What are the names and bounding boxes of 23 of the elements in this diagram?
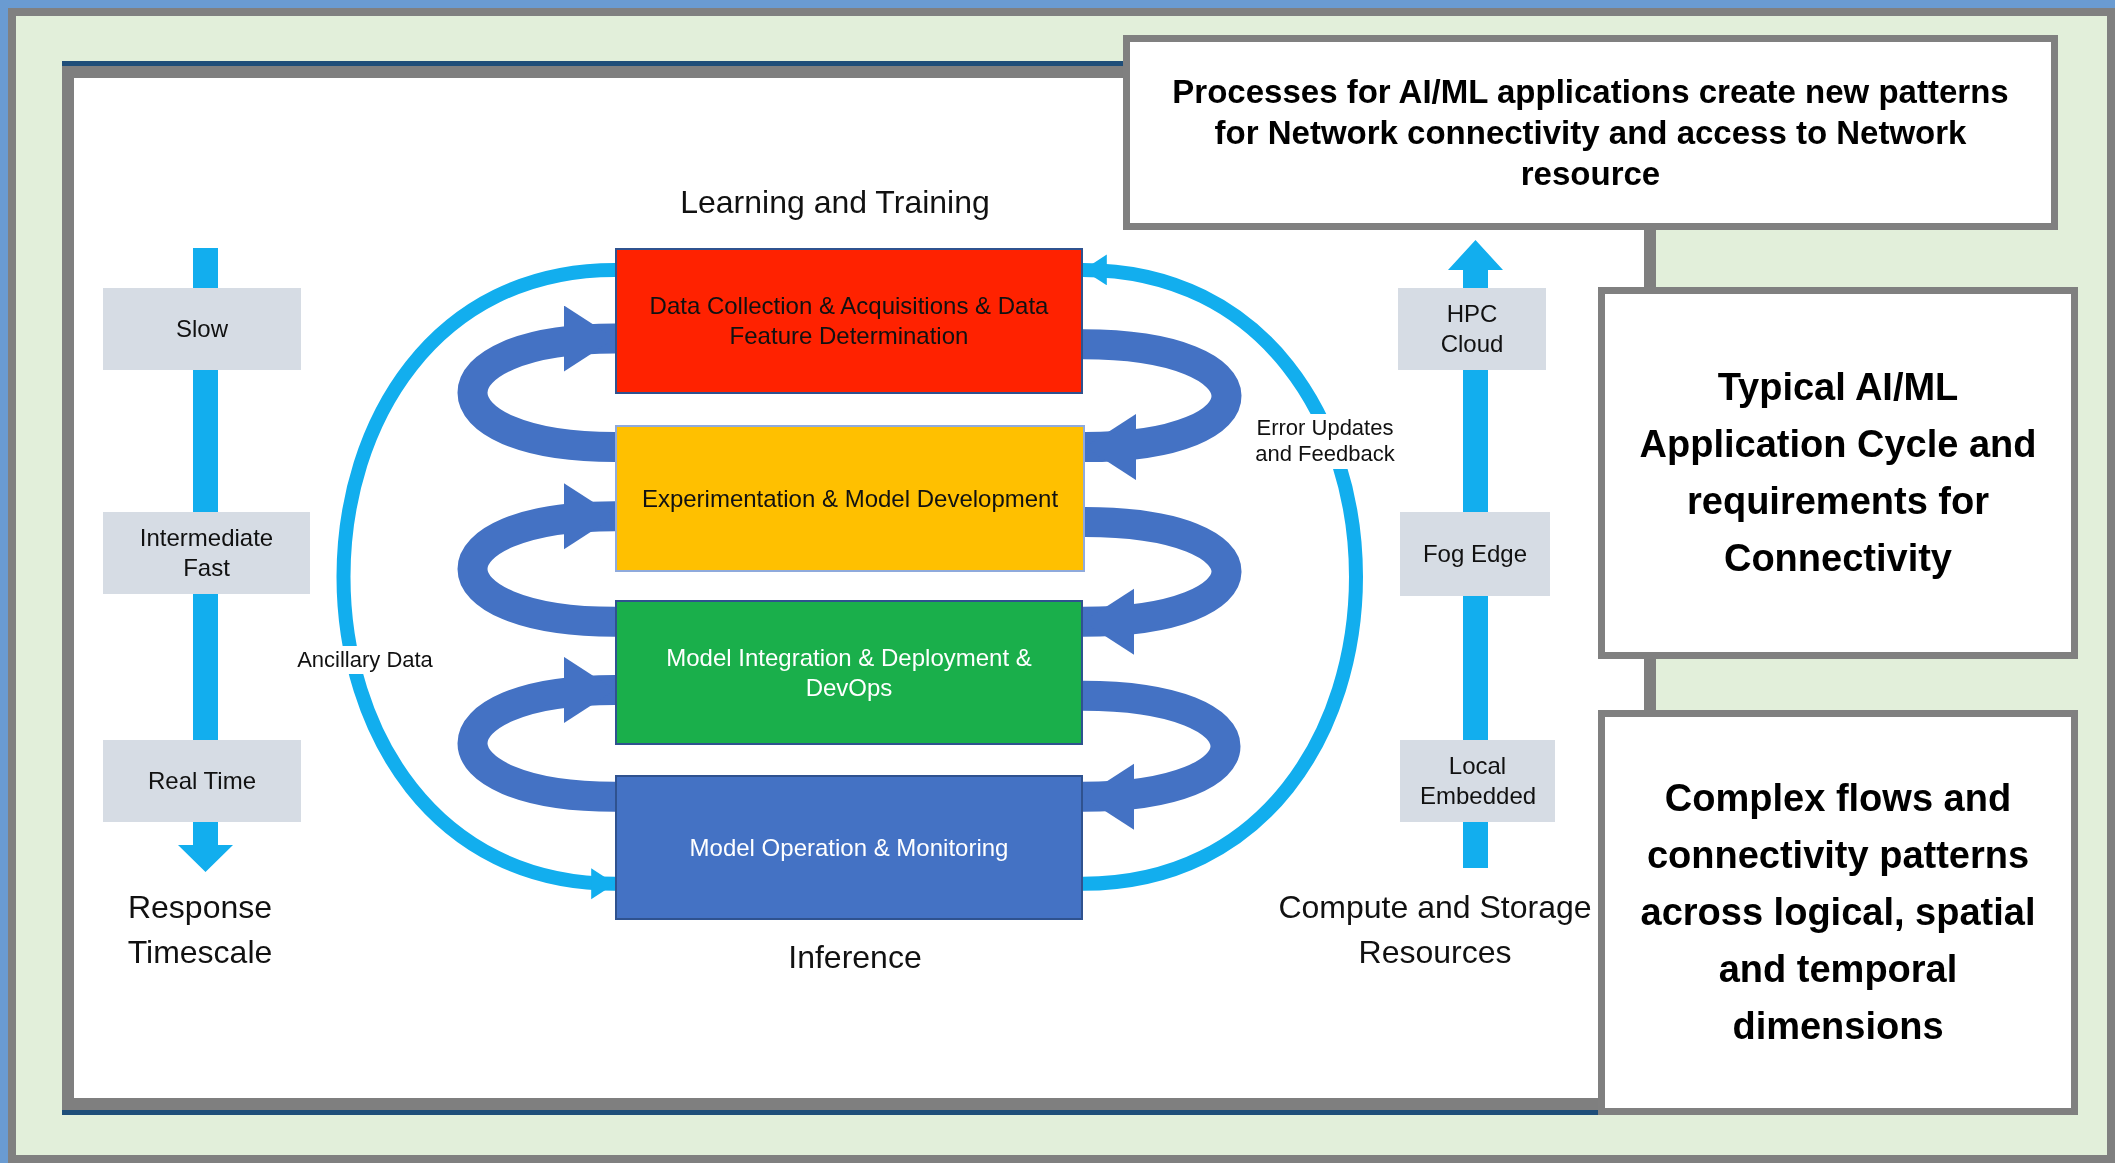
section-label: Learning and Training <box>679 183 991 222</box>
stage-box: Model Integration & Deployment & DevOps <box>615 600 1083 745</box>
scale-level-box: Fog Edge <box>1400 512 1550 596</box>
curved-arrow <box>458 485 616 637</box>
curved-arrow <box>458 308 616 463</box>
section-label: Response Timescale <box>126 888 274 972</box>
scale-level-box: Slow <box>103 288 301 370</box>
scale-level-box: Intermediate Fast <box>103 512 310 594</box>
stage-box: Model Operation & Monitoring <box>615 775 1083 920</box>
section-label: Compute and Storage Resources <box>1277 888 1593 972</box>
curved-arrow <box>1082 680 1240 828</box>
stage-box: Data Collection & Acquisitions & Data Feature Determination <box>615 248 1083 394</box>
callout-box: Complex flows and connectivity patterns across logical, spatial and temporal dimensions <box>1598 710 2078 1115</box>
curved-arrow <box>1082 507 1242 653</box>
scale-level-box: HPC Cloud <box>1398 288 1546 370</box>
callout-box: Typical AI/ML Application Cycle and requirements for Connectivity <box>1598 287 2078 659</box>
scale-level-box: Local Embedded <box>1400 740 1555 822</box>
curved-arrow <box>1082 329 1242 478</box>
scale-level-box: Real Time <box>103 740 301 822</box>
section-label: Inference <box>787 938 923 977</box>
stage-box: Experimentation & Model Development <box>615 425 1085 572</box>
curved-arrow <box>458 659 616 812</box>
callout-box: Processes for AI/ML applications create new patterns for Network connectivity and access to Network resource <box>1123 35 2058 230</box>
